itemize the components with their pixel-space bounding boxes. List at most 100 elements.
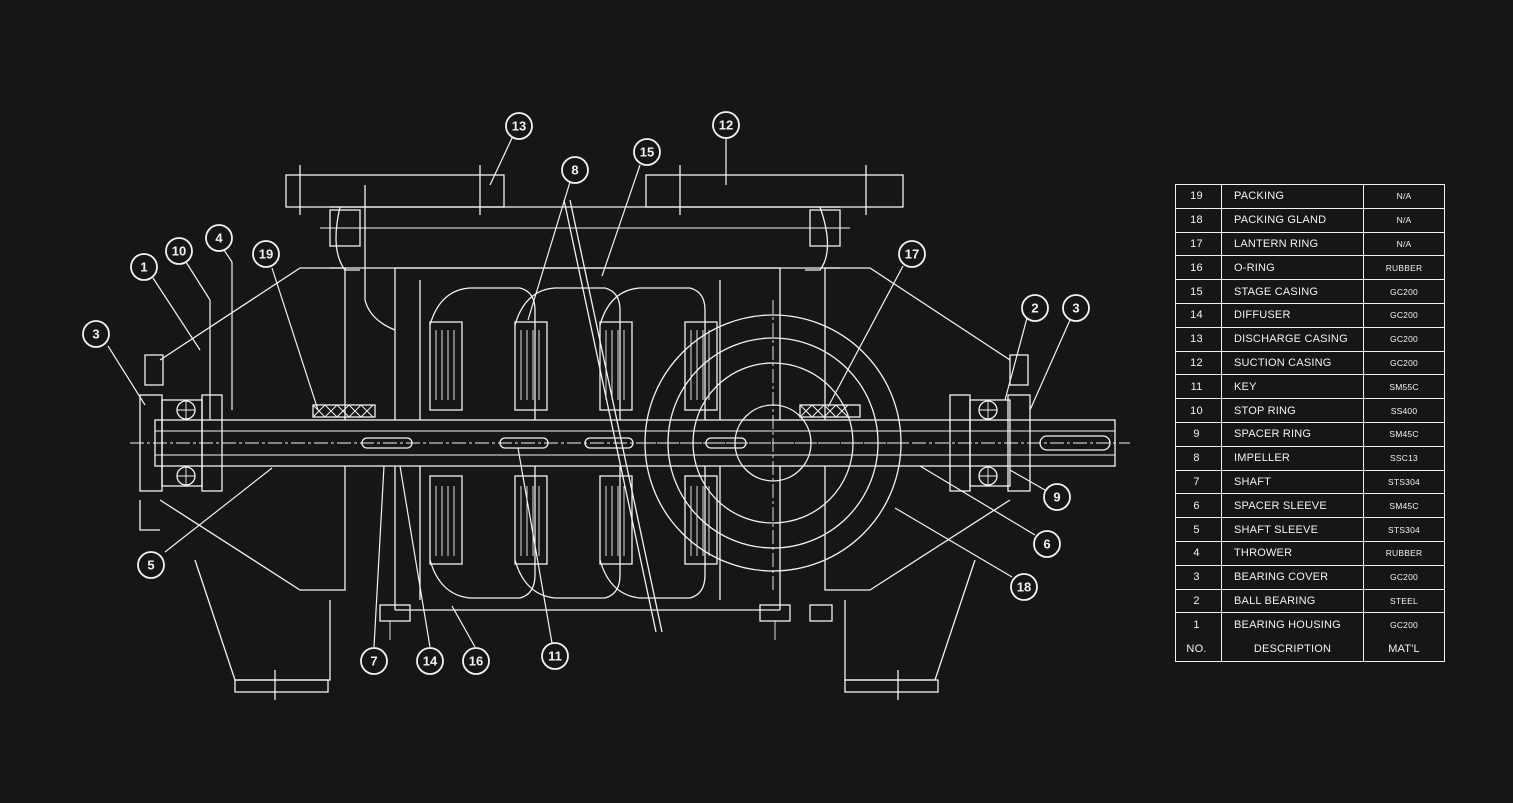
balloon-6: 6	[1033, 530, 1061, 558]
part-number: 3	[1176, 565, 1222, 589]
part-description: THROWER	[1222, 541, 1364, 565]
part-description: PACKING	[1222, 185, 1364, 208]
svg-text:18: 18	[1017, 580, 1031, 595]
leader-lines	[107, 137, 1071, 648]
part-number: 12	[1176, 351, 1222, 375]
header-material: MAT'L	[1388, 643, 1420, 656]
balloon-15: 15	[633, 138, 661, 166]
shaft	[130, 419, 1130, 467]
part-description: DIFFUSER	[1222, 303, 1364, 327]
part-material: GC200	[1390, 620, 1418, 631]
part-number: 4	[1176, 541, 1222, 565]
part-number: 1	[1176, 613, 1222, 638]
balloon-3-left: 3	[82, 320, 110, 348]
balloon-10: 10	[165, 237, 193, 265]
part-number: 17	[1176, 232, 1222, 256]
svg-text:1: 1	[140, 260, 147, 275]
part-number: 18	[1176, 208, 1222, 232]
part-material: SSC13	[1390, 453, 1418, 464]
balloon-18: 18	[1010, 573, 1038, 601]
part-number: 11	[1176, 375, 1222, 399]
part-description: BEARING HOUSING	[1222, 613, 1364, 638]
balloon-1: 1	[130, 253, 158, 281]
balloon-5: 5	[137, 551, 165, 579]
part-number: 5	[1176, 518, 1222, 541]
part-description: STOP RING	[1222, 399, 1364, 422]
suction-volute	[640, 300, 910, 590]
part-number: 9	[1176, 422, 1222, 446]
part-description: PACKING GLAND	[1222, 208, 1364, 232]
part-material: GC200	[1390, 572, 1418, 583]
part-material: GC200	[1390, 357, 1418, 368]
feet	[194, 559, 976, 700]
part-material: STEEL	[1390, 595, 1418, 606]
part-number: 7	[1176, 470, 1222, 494]
part-description: BEARING COVER	[1222, 565, 1364, 589]
svg-text:19: 19	[259, 247, 273, 262]
part-description: IMPELLER	[1222, 446, 1364, 470]
balloon-13: 13	[505, 112, 533, 140]
part-description: SHAFT	[1222, 470, 1364, 494]
svg-text:15: 15	[640, 145, 654, 160]
svg-text:14: 14	[423, 654, 438, 669]
part-number: 13	[1176, 327, 1222, 351]
svg-text:10: 10	[172, 244, 186, 259]
balloon-19: 19	[252, 240, 280, 268]
part-number: 16	[1176, 256, 1222, 280]
svg-text:3: 3	[92, 327, 99, 342]
svg-text:13: 13	[512, 119, 526, 134]
part-description: STAGE CASING	[1222, 280, 1364, 303]
header-description: DESCRIPTION	[1222, 637, 1364, 661]
part-material: GC200	[1390, 334, 1418, 345]
part-number: 6	[1176, 494, 1222, 518]
svg-text:4: 4	[215, 231, 223, 246]
part-description: SHAFT SLEEVE	[1222, 518, 1364, 541]
svg-text:16: 16	[469, 654, 483, 669]
svg-text:8: 8	[571, 163, 578, 178]
impeller-stages	[429, 287, 718, 599]
part-material: N/A	[1396, 215, 1412, 226]
part-material: SM55C	[1389, 381, 1419, 392]
part-description: LANTERN RING	[1222, 232, 1364, 256]
balloon-4: 4	[205, 224, 233, 252]
part-description: BALL BEARING	[1222, 589, 1364, 613]
svg-text:11: 11	[548, 649, 562, 664]
balloon-14: 14	[416, 647, 444, 675]
part-description: KEY	[1222, 375, 1364, 399]
part-description: DISCHARGE CASING	[1222, 327, 1364, 351]
part-material: STS304	[1388, 524, 1420, 535]
parts-list-header: NO. DESCRIPTION MAT'L	[1176, 637, 1444, 661]
part-number: 10	[1176, 399, 1222, 422]
part-material: GC200	[1390, 286, 1418, 297]
part-material: SM45C	[1389, 500, 1419, 511]
part-material: N/A	[1396, 238, 1412, 249]
part-description: SPACER SLEEVE	[1222, 494, 1364, 518]
part-description: O-RING	[1222, 256, 1364, 280]
part-material: GC200	[1390, 310, 1418, 321]
svg-text:3: 3	[1072, 301, 1079, 316]
balloon-11: 11	[541, 642, 569, 670]
part-material: SS400	[1390, 405, 1418, 416]
balloon-2: 2	[1021, 294, 1049, 322]
svg-text:2: 2	[1031, 301, 1038, 316]
tie-bolt-diagonal	[563, 199, 663, 633]
svg-text:17: 17	[905, 247, 919, 262]
part-material: N/A	[1396, 191, 1412, 202]
pump-cross-section-drawing: 3 1 10 4 19 5 13 12 15 8 17 2 3 9 6 18 7…	[82, 111, 1130, 700]
suction-flange	[645, 165, 904, 271]
